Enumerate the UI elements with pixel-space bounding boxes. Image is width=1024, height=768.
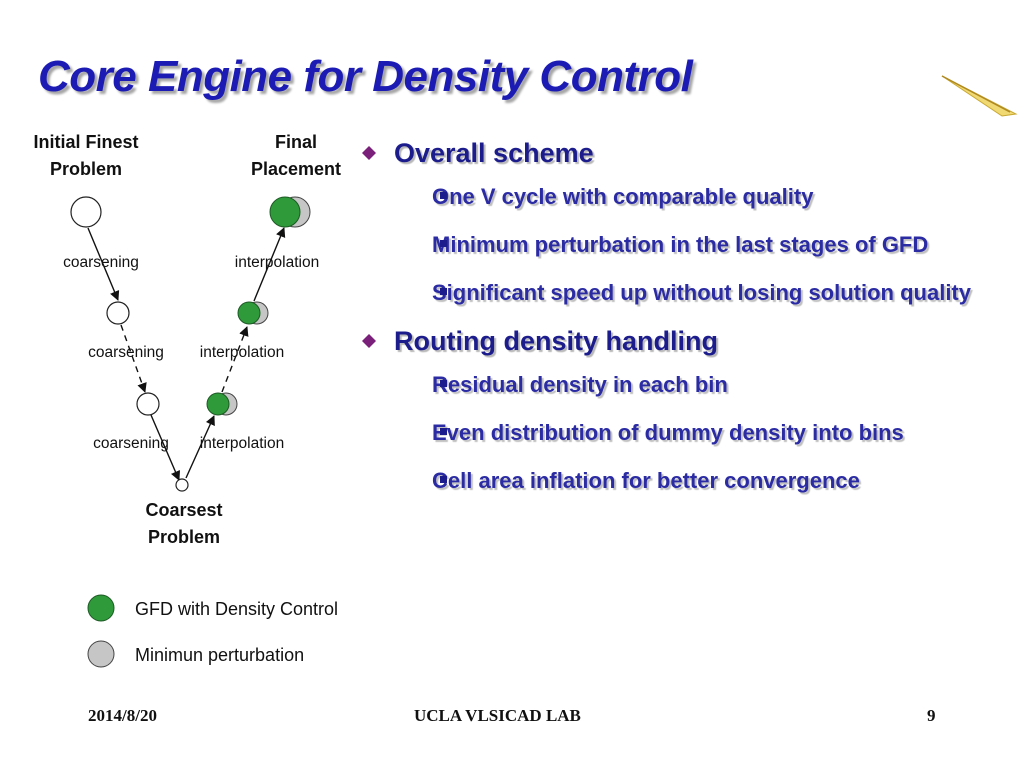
coarsening-edge-1 <box>87 227 120 301</box>
square-bullet-icon <box>440 428 447 435</box>
initial-finest-label-line2: Problem <box>50 159 122 179</box>
footer-lab-name: UCLA VLSICAD LAB <box>414 706 581 725</box>
coarsest-problem-label-line2: Problem <box>148 527 220 547</box>
subitem-one-v-cycle-text: One V cycle with comparable quality <box>432 184 814 209</box>
final-placement-label-line1: Final <box>275 132 317 152</box>
gfd-node-final <box>269 196 301 228</box>
bullet-routing-density-text: Routing density handling <box>394 326 718 356</box>
slide-title: Core Engine for Density Control <box>38 52 693 101</box>
subitem-significant-speedup-text: Significant speed up without losing solu… <box>432 280 971 305</box>
coarsening-label-1: coarsening <box>63 254 139 271</box>
gfd-node-level-1 <box>237 301 261 325</box>
coarsening-label-2: coarsening <box>88 344 164 361</box>
coarsening-edge-2 <box>120 324 147 393</box>
legend-perturbation-swatch <box>87 640 115 668</box>
interpolation-edge-1 <box>185 415 215 479</box>
v-cycle-diagram: Initial Finest Problem Final Placement C… <box>33 132 341 668</box>
corner-decoration <box>941 75 1018 117</box>
bullet-routing-density: Routing density handling Residual densit… <box>362 322 1002 500</box>
subitem-residual-density: Residual density in each bin <box>394 366 1002 404</box>
diamond-bullet-icon <box>362 334 376 348</box>
legend-gfd-label: GFD with Density Control <box>135 599 338 619</box>
coarsest-node <box>175 478 189 492</box>
finest-node <box>70 196 102 228</box>
interpolation-label-3: interpolation <box>200 435 284 452</box>
subitem-significant-speedup: Significant speed up without losing solu… <box>394 274 1002 312</box>
interpolation-label-1: interpolation <box>235 254 319 271</box>
subitem-even-distribution-text: Even distribution of dummy density into … <box>432 420 904 445</box>
coarsest-problem-label-line1: Coarsest <box>145 500 222 520</box>
legend-perturbation-label: Minimun perturbation <box>135 645 304 665</box>
subitem-minimum-perturbation-text: Minimum perturbation in the last stages … <box>432 232 929 257</box>
subitem-cell-area-inflation: Cell area inflation for better convergen… <box>394 462 1002 500</box>
coarsening-edge-3 <box>150 414 181 481</box>
coarse-node-level-2 <box>136 392 160 416</box>
footer-page-number: 9 <box>927 706 936 725</box>
square-bullet-icon <box>440 380 447 387</box>
footer-date: 2014/8/20 <box>88 706 157 725</box>
bullet-list: Overall scheme One V cycle with comparab… <box>362 134 1002 510</box>
interpolation-label-2: interpolation <box>200 344 284 361</box>
diamond-bullet-icon <box>362 146 376 160</box>
subitem-residual-density-text: Residual density in each bin <box>432 372 728 397</box>
square-bullet-icon <box>440 240 447 247</box>
routing-density-subitems: Residual density in each bin Even distri… <box>394 366 1002 500</box>
final-placement-label-line2: Placement <box>251 159 341 179</box>
interpolation-edge-2 <box>221 326 249 393</box>
square-bullet-icon <box>440 192 447 199</box>
square-bullet-icon <box>440 288 447 295</box>
legend-gfd-swatch <box>87 594 115 622</box>
subitem-cell-area-inflation-text: Cell area inflation for better convergen… <box>432 468 860 493</box>
overall-scheme-subitems: One V cycle with comparable quality Mini… <box>394 178 1002 312</box>
square-bullet-icon <box>440 476 447 483</box>
coarsening-label-3: coarsening <box>93 435 169 452</box>
subitem-even-distribution: Even distribution of dummy density into … <box>394 414 1002 452</box>
subitem-minimum-perturbation: Minimum perturbation in the last stages … <box>394 226 1002 264</box>
gfd-node-level-2 <box>206 392 230 416</box>
bullet-overall-scheme-text: Overall scheme <box>394 138 594 168</box>
bullet-overall-scheme: Overall scheme One V cycle with comparab… <box>362 134 1002 312</box>
subitem-one-v-cycle: One V cycle with comparable quality <box>394 178 1002 216</box>
interpolation-edge-3 <box>253 227 286 302</box>
initial-finest-label-line1: Initial Finest <box>33 132 138 152</box>
coarse-node-level-1 <box>106 301 130 325</box>
